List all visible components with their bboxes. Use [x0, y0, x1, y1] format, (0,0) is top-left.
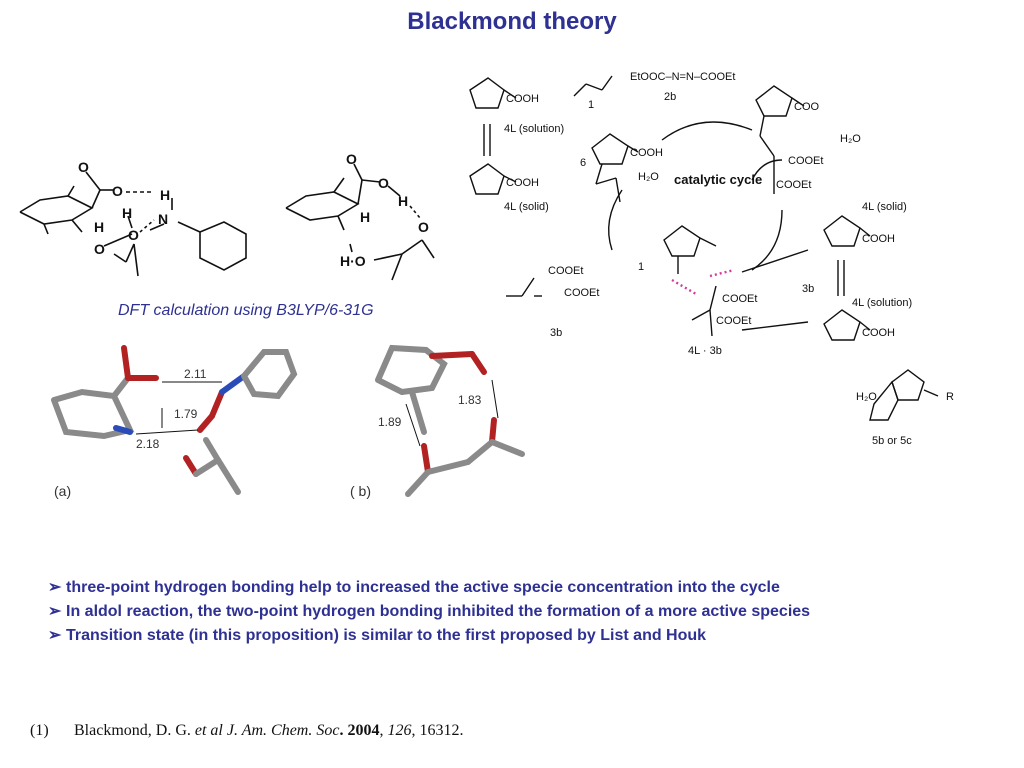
- slide-title: Blackmond theory: [407, 8, 617, 35]
- atom-label: O: [94, 241, 105, 257]
- reference-etal: et al: [194, 722, 223, 739]
- cycle-label: COOH: [862, 327, 895, 339]
- cycle-label: H₂O: [840, 133, 861, 145]
- cycle-label: COO: [794, 101, 820, 113]
- catalytic-cycle-label: catalytic cycle: [674, 172, 762, 187]
- cycle-label: COOEt: [548, 265, 583, 277]
- cycle-label: 4L (solid): [504, 201, 549, 213]
- arrow-bullet-icon: ➢: [48, 603, 62, 620]
- panel-label-b: ( b): [350, 483, 371, 499]
- panel-label-a: (a): [54, 483, 71, 499]
- distance-label: 2.18: [136, 437, 160, 451]
- reference-year: 2004: [347, 722, 380, 739]
- dft-caption: DFT calculation using B3LYP/6-31G: [118, 302, 374, 319]
- cycle-label: COOH: [506, 93, 539, 105]
- distance-label: 2.11: [184, 367, 207, 381]
- cycle-label: H₂O: [638, 171, 659, 183]
- cycle-label: COOEt: [776, 179, 811, 191]
- atom-label: H: [94, 219, 104, 235]
- bullet-list: ➢three-point hydrogen bonding help to in…: [48, 576, 1008, 648]
- atom-label: O: [112, 183, 123, 199]
- cycle-label: 1: [638, 261, 644, 273]
- cycle-label: COOEt: [564, 287, 599, 299]
- bullet-item: ➢three-point hydrogen bonding help to in…: [48, 576, 1008, 600]
- cycle-label: COOH: [506, 177, 539, 189]
- atom-label: N: [158, 211, 168, 227]
- cycle-label: R: [946, 391, 954, 403]
- cycle-label: 2b: [664, 91, 676, 103]
- cycle-label: COOH: [862, 233, 895, 245]
- cycle-label: 4L (solution): [504, 123, 564, 135]
- atom-label: H: [360, 209, 370, 225]
- cycle-label: 1: [588, 99, 594, 111]
- bullet-text: In aldol reaction, the two-point hydroge…: [66, 603, 811, 620]
- atom-label: O: [346, 151, 357, 167]
- cycle-label: 4L (solution): [852, 297, 912, 309]
- bullet-text: Transition state (in this proposition) i…: [66, 627, 707, 644]
- arrow-bullet-icon: ➢: [48, 579, 62, 596]
- reference-volume: 126: [387, 722, 412, 739]
- cycle-label: 4L (solid): [862, 201, 907, 213]
- atom-label: H: [160, 187, 170, 203]
- atom-label: H: [122, 205, 132, 221]
- distance-label: 1.83: [458, 393, 482, 407]
- distance-label: 1.89: [378, 415, 402, 429]
- atom-label: O: [418, 219, 429, 235]
- cycle-label: 3b: [550, 327, 562, 339]
- reference-journal: J. Am. Chem. Soc: [226, 722, 340, 739]
- cycle-label: 4L · 3b: [688, 345, 722, 357]
- cycle-label: 5b or 5c: [872, 435, 912, 447]
- bullet-text: three-point hydrogen bonding help to inc…: [66, 579, 780, 596]
- atom-label: O: [128, 227, 139, 243]
- reference-pages: 16312.: [419, 722, 464, 739]
- atom-label: H: [398, 193, 408, 209]
- atom-label: O: [378, 175, 389, 191]
- catalytic-cycle-scheme: COOH 4L (solution) COOH 4L (solid) 1 EtO…: [469, 71, 954, 447]
- cycle-label: COOEt: [788, 155, 823, 167]
- atom-label: H·O: [340, 253, 366, 269]
- dft-models: 2.11 1.79 2.18 1.83 1.89 (a) ( b): [32, 322, 538, 514]
- cycle-label: 6: [580, 157, 586, 169]
- cycle-label: EtOOC–N=N–COOEt: [630, 71, 735, 83]
- cycle-label: H₂O: [856, 391, 877, 403]
- reference-authors: Blackmond, D. G.: [74, 722, 191, 739]
- reference: (1) Blackmond, D. G. et al J. Am. Chem. …: [30, 722, 464, 739]
- reference-number: (1): [30, 722, 49, 739]
- distance-label: 1.79: [174, 407, 198, 421]
- bullet-item: ➢In aldol reaction, the two-point hydrog…: [48, 600, 1008, 624]
- arrow-bullet-icon: ➢: [48, 627, 62, 644]
- cycle-label: COOH: [630, 147, 663, 159]
- transition-state-structures: O O H H N H O O O O H H O H·O: [19, 151, 435, 281]
- cycle-label: COOEt: [722, 293, 757, 305]
- atom-label: O: [78, 159, 89, 175]
- cycle-label: 3b: [802, 283, 814, 295]
- cycle-label: COOEt: [716, 315, 751, 327]
- bullet-item: ➢Transition state (in this proposition) …: [48, 624, 1008, 648]
